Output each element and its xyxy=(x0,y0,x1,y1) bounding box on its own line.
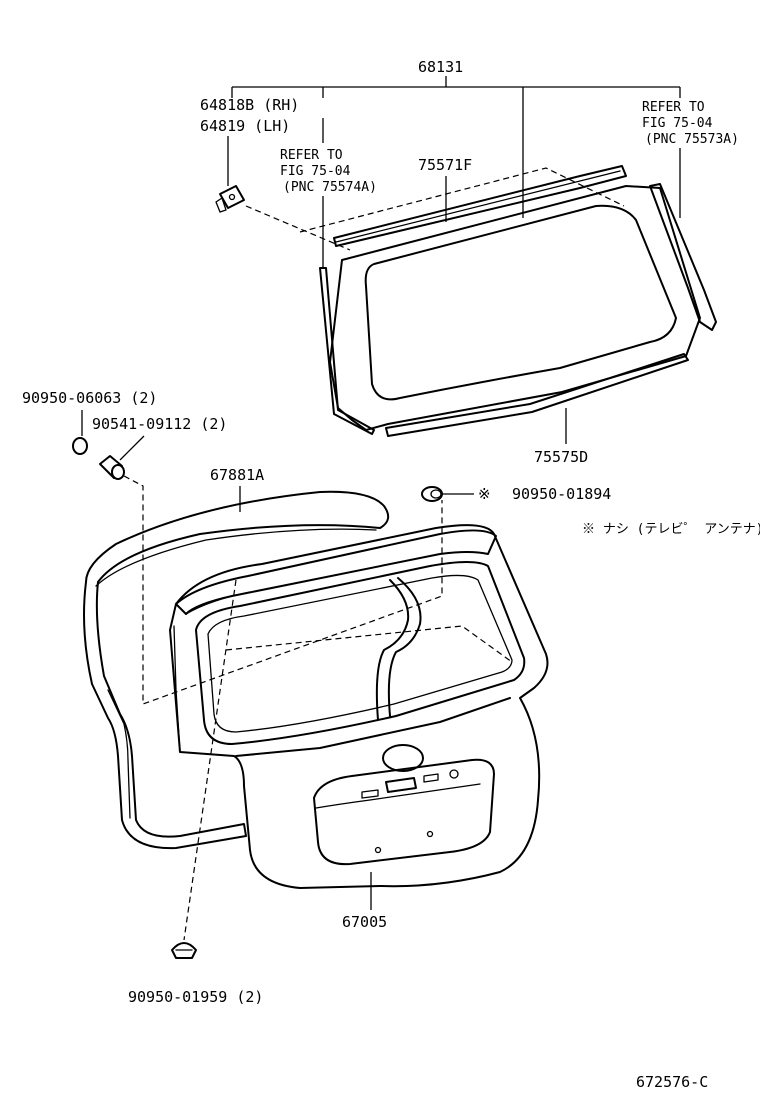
label-75575d: 75575D xyxy=(534,448,588,466)
assembly-dashed-lines xyxy=(123,167,625,941)
label-64819: 64819 (LH) xyxy=(200,117,290,135)
label-68131: 68131 xyxy=(418,58,463,76)
left-side-molding xyxy=(319,267,375,435)
label-refer-right-3: (PNC 75573A) xyxy=(645,132,739,147)
label-refer-left-1: REFER TO xyxy=(280,148,343,163)
back-door-panel xyxy=(169,524,549,889)
label-mark-symbol: ※ xyxy=(478,485,491,503)
label-64818b: 64818B (RH) xyxy=(200,96,299,114)
label-refer-left-2: FIG 75-04 xyxy=(280,164,351,179)
back-door-glass xyxy=(329,185,701,431)
weatherstrip-67881a xyxy=(83,490,390,850)
clip-90950-01959 xyxy=(171,942,197,959)
lower-molding xyxy=(385,353,689,437)
label-67005: 67005 xyxy=(342,913,387,931)
leader-lines xyxy=(81,76,681,910)
label-refer-right-2: FIG 75-04 xyxy=(642,116,713,131)
label-90950-01959: 90950-01959 (2) xyxy=(128,988,263,1006)
label-90541-09112: 90541-09112 (2) xyxy=(92,415,227,433)
label-90950-01894: 90950-01894 xyxy=(512,485,611,503)
cushion-90950-06063 xyxy=(72,437,88,455)
stopper-90541-09112 xyxy=(99,455,125,480)
label-75571f: 75571F xyxy=(418,156,472,174)
clip-64818b xyxy=(215,185,245,213)
label-90950-06063: 90950-06063 (2) xyxy=(22,389,157,407)
grommet-90950-01894 xyxy=(421,486,443,502)
label-refer-left-3: (PNC 75574A) xyxy=(283,180,377,195)
label-antenna-note: ※ ナシ (テレビ゜ アンテナ) xyxy=(582,522,760,537)
right-side-molding xyxy=(649,183,717,331)
label-figure-code: 672576-C xyxy=(636,1073,708,1091)
label-67881a: 67881A xyxy=(210,466,264,484)
label-refer-right-1: REFER TO xyxy=(642,100,705,115)
upper-molding-75571f xyxy=(333,165,627,247)
